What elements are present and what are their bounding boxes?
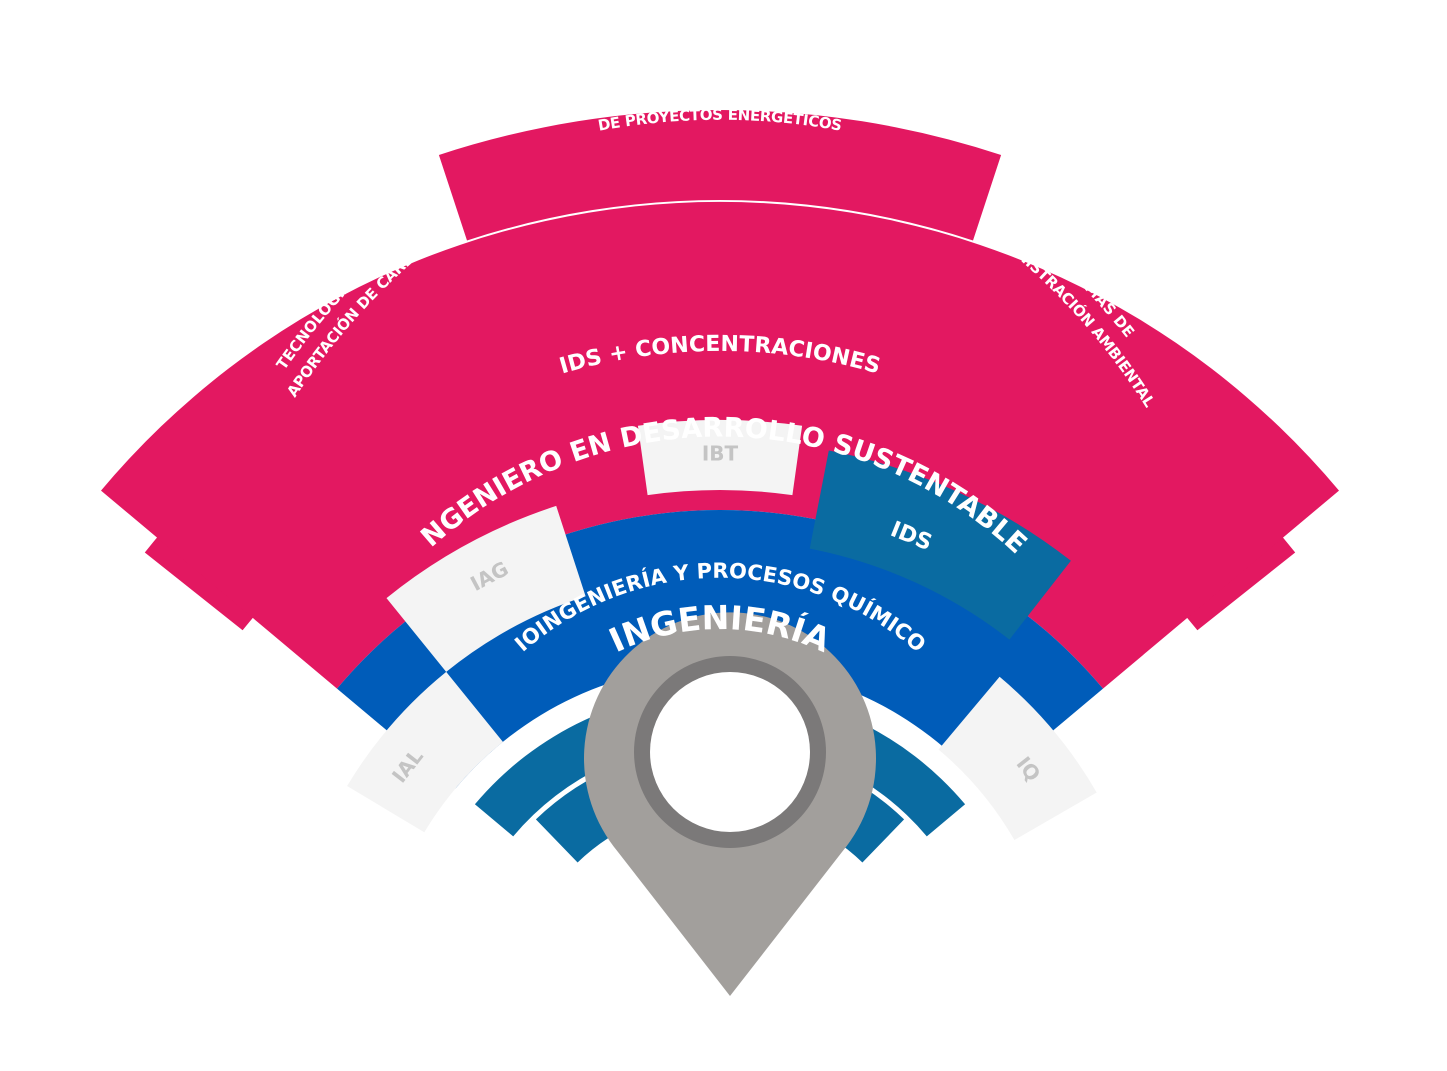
- map-pin-icon: [584, 612, 877, 996]
- program-segment-ids: [809, 450, 1071, 640]
- outer-sector-center: [438, 109, 1002, 241]
- program-segment-ibt: [637, 419, 803, 496]
- program-segment-ial: [347, 671, 503, 833]
- program-segment-iq: [938, 676, 1097, 840]
- program-label-ibt: IBT: [702, 442, 739, 466]
- program-segment-iag: [386, 505, 586, 672]
